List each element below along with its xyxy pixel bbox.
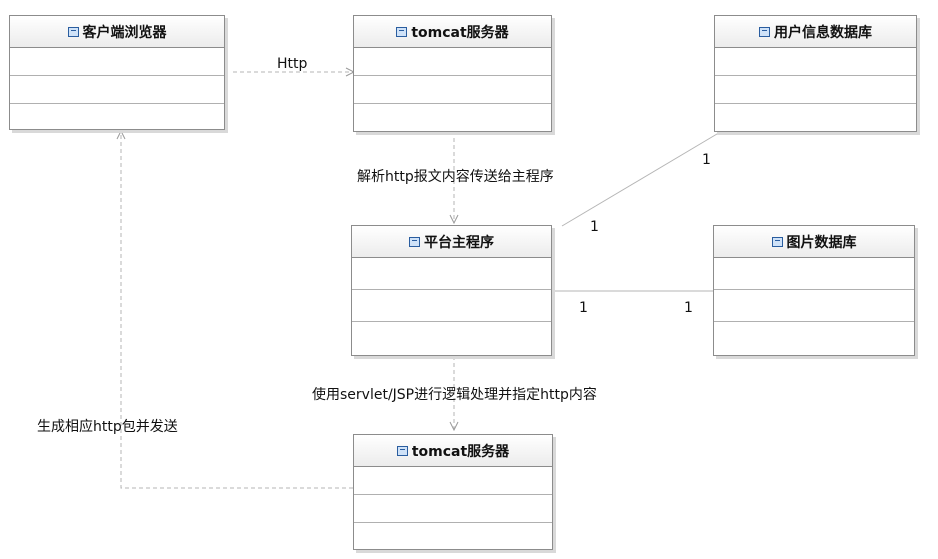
component-icon: [396, 26, 408, 37]
image-db-header: 图片数据库: [714, 226, 914, 258]
component-icon: [759, 26, 770, 37]
imagedb-multiplicity-db: 1: [684, 300, 693, 316]
node-compartment: [10, 104, 224, 129]
tomcat-top-header: tomcat服务器: [354, 16, 551, 48]
user-db-node[interactable]: 用户信息数据库: [714, 15, 917, 132]
userdb-multiplicity-main: 1: [590, 219, 599, 235]
userdb-association: [561, 130, 723, 227]
tomcat-top-node[interactable]: tomcat服务器: [353, 15, 552, 132]
component-icon: [67, 26, 79, 37]
user-db-header: 用户信息数据库: [715, 16, 916, 48]
node-compartment: [354, 523, 552, 549]
node-compartment: [354, 104, 551, 131]
component-icon: [396, 445, 408, 456]
response-edge: [121, 131, 353, 489]
parse-edge-label: 解析http报文内容传送给主程序: [357, 169, 554, 185]
tomcat-bottom-title: tomcat服务器: [411, 443, 510, 460]
http-edge-label: Http: [277, 56, 308, 72]
node-compartment: [354, 495, 552, 523]
node-compartment: [354, 48, 551, 76]
node-compartment: [352, 322, 551, 355]
node-compartment: [714, 258, 914, 290]
image-db-node[interactable]: 图片数据库: [713, 225, 915, 356]
client-browser-node[interactable]: 客户端浏览器: [9, 15, 225, 130]
node-compartment: [10, 76, 224, 104]
component-icon: [409, 236, 420, 247]
image-db-title: 图片数据库: [786, 234, 857, 251]
node-compartment: [714, 290, 914, 322]
main-program-node[interactable]: 平台主程序: [351, 225, 552, 356]
tomcat-top-title: tomcat服务器: [411, 24, 509, 41]
client-browser-title: 客户端浏览器: [82, 24, 167, 41]
imagedb-multiplicity-main: 1: [579, 300, 588, 316]
response-edge-label: 生成相应http包并发送: [37, 419, 178, 435]
tomcat-bottom-node[interactable]: tomcat服务器: [353, 434, 553, 550]
servlet-edge-label: 使用servlet/JSP进行逻辑处理并指定http内容: [312, 387, 597, 403]
main-program-header: 平台主程序: [352, 226, 551, 258]
node-compartment: [10, 48, 224, 76]
node-compartment: [715, 104, 916, 131]
node-compartment: [354, 76, 551, 104]
node-compartment: [715, 48, 916, 76]
node-compartment: [352, 258, 551, 290]
component-icon: [771, 236, 783, 247]
main-program-title: 平台主程序: [424, 234, 494, 251]
user-db-title: 用户信息数据库: [774, 24, 872, 41]
node-compartment: [352, 290, 551, 322]
node-compartment: [354, 467, 552, 495]
client-browser-header: 客户端浏览器: [10, 16, 224, 48]
tomcat-bottom-header: tomcat服务器: [354, 435, 552, 467]
userdb-multiplicity-db: 1: [702, 152, 711, 168]
node-compartment: [715, 76, 916, 104]
node-compartment: [714, 322, 914, 355]
